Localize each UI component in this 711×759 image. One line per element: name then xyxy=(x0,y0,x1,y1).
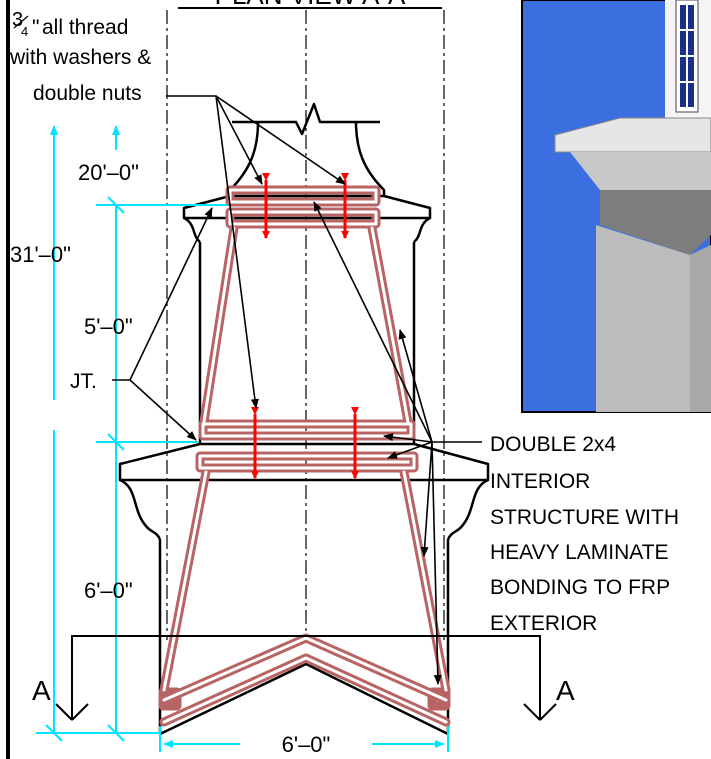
structure-note-line-2: INTERIOR xyxy=(490,470,590,493)
dimension-lines xyxy=(36,125,449,752)
thread-note-line-1: all thread xyxy=(42,16,128,39)
thread-note-line-2: with washers & xyxy=(9,46,151,69)
thread-fraction-numerator: 3 xyxy=(12,9,23,31)
dimension-top-height: 20'–0" xyxy=(78,160,139,185)
structure-note-line-5: BONDING TO FRP xyxy=(490,576,670,599)
dimension-overall-height: 31'–0" xyxy=(10,242,71,267)
thread-fraction-denominator: 4 xyxy=(21,24,28,39)
structure-note-line-3: STRUCTURE WITH xyxy=(490,506,679,529)
threaded-rods xyxy=(251,173,359,479)
structure-note: DOUBLE 2x4 INTERIOR STRUCTURE WITH HEAVY… xyxy=(490,433,679,635)
dimension-base-width: 6'–0" xyxy=(282,732,331,757)
thread-note: 3 4 " all thread with washers & double n… xyxy=(9,9,151,105)
section-mark-left: A xyxy=(32,675,51,706)
structure-note-line-4: HEAVY LAMINATE xyxy=(490,541,669,564)
thread-note-line-3: double nuts xyxy=(33,82,142,105)
joint-label: JT. xyxy=(70,370,97,393)
view-title: PLAN VIEW A-A xyxy=(215,0,406,10)
dimension-lower-height: 6'–0" xyxy=(84,578,133,603)
section-cut-line xyxy=(55,635,557,721)
leader-lines xyxy=(112,95,482,685)
structure-note-line-1: DOUBLE 2x4 xyxy=(490,433,616,456)
framing-members xyxy=(158,185,451,727)
thread-inch-mark: " xyxy=(32,16,39,39)
structure-note-line-6: EXTERIOR xyxy=(490,612,597,635)
render-inset xyxy=(521,0,711,413)
dimension-middle-height: 5'–0" xyxy=(84,314,133,339)
section-mark-right: A xyxy=(556,675,575,706)
reference-lines xyxy=(166,10,445,640)
